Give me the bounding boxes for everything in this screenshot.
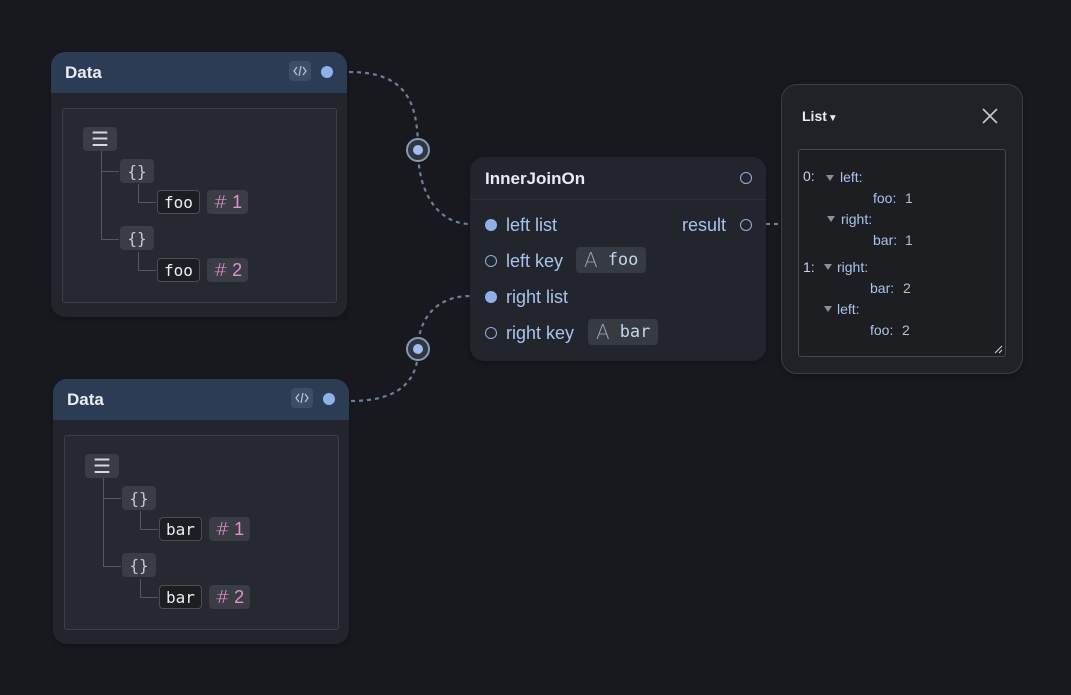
data-node-foo[interactable]: Data ☰ {} foo #1 {} foo #2 xyxy=(51,52,347,317)
number-icon: # xyxy=(215,586,231,608)
resize-handle-icon[interactable] xyxy=(993,344,1003,354)
node-title: InnerJoinOn xyxy=(485,169,586,188)
tree-value: 2 xyxy=(903,280,911,296)
result-index: 0: xyxy=(803,168,815,184)
left-key-port[interactable] xyxy=(485,255,497,267)
object-type-icon[interactable]: {} xyxy=(122,486,156,510)
edge-midpoint-handle-2[interactable] xyxy=(406,337,430,361)
tree-key: bar: xyxy=(870,280,895,296)
output-port[interactable] xyxy=(321,66,333,78)
object-type-icon[interactable]: {} xyxy=(120,226,154,250)
node-status-port[interactable] xyxy=(740,172,752,184)
data-node-header[interactable]: Data xyxy=(53,379,349,420)
number-icon: # xyxy=(213,259,229,281)
right-key-label: right key xyxy=(506,323,575,343)
number-icon: # xyxy=(215,518,231,540)
left-list-port[interactable] xyxy=(485,219,497,231)
field-key[interactable]: foo xyxy=(157,190,200,214)
number-value[interactable]: #1 xyxy=(209,517,251,541)
result-viewer[interactable]: 0: left: foo: 1 right: bar: 1 1: right: … xyxy=(798,149,1006,357)
code-view-button[interactable] xyxy=(289,61,311,81)
field-key[interactable]: foo xyxy=(157,258,200,282)
expand-arrow-icon[interactable] xyxy=(824,306,832,312)
number-value[interactable]: #1 xyxy=(207,190,249,214)
string-icon: A xyxy=(596,320,610,344)
field-key[interactable]: bar xyxy=(159,517,202,541)
data-node-bar[interactable]: Data ☰ {} bar #1 {} bar #2 xyxy=(53,379,349,644)
data-tree-panel: ☰ {} foo #1 {} foo #2 xyxy=(62,108,337,303)
tree-key: bar: xyxy=(873,232,898,248)
right-list-port[interactable] xyxy=(485,291,497,303)
close-icon[interactable] xyxy=(979,105,1001,127)
data-tree-panel: ☰ {} bar #1 {} bar #2 xyxy=(64,435,339,630)
left-list-label: left list xyxy=(506,215,558,235)
right-list-label: right list xyxy=(506,287,569,307)
data-node-header[interactable]: Data xyxy=(51,52,347,93)
expand-arrow-icon[interactable] xyxy=(824,264,832,270)
tree-key: foo: xyxy=(873,190,897,206)
result-index: 1: xyxy=(803,259,815,275)
caret-down-icon: ▼ xyxy=(827,113,838,124)
list-type-icon[interactable]: ☰ xyxy=(83,127,117,151)
object-type-icon[interactable]: {} xyxy=(120,159,154,183)
node-title: Data xyxy=(67,390,104,409)
string-icon: A xyxy=(584,248,598,272)
output-port[interactable] xyxy=(323,393,335,405)
code-view-button[interactable] xyxy=(291,388,313,408)
tree-key: foo: xyxy=(870,322,894,338)
number-value[interactable]: #2 xyxy=(209,585,251,609)
edge-data1-to-left-list[interactable] xyxy=(348,70,471,226)
edge-midpoint-handle-1[interactable] xyxy=(406,138,430,162)
expand-arrow-icon[interactable] xyxy=(827,216,835,222)
list-type-icon[interactable]: ☰ xyxy=(85,454,119,478)
tree-key: right: xyxy=(841,211,873,227)
edge-data2-to-right-list[interactable] xyxy=(350,294,471,403)
object-type-icon[interactable]: {} xyxy=(122,553,156,577)
node-title: Data xyxy=(65,63,102,82)
result-label: result xyxy=(682,215,727,235)
type-dropdown[interactable]: List▼ xyxy=(802,108,838,124)
output-viewer-node[interactable]: List▼ 0: left: foo: 1 right: bar: 1 1: r… xyxy=(781,84,1023,374)
tree-value: 1 xyxy=(905,190,913,206)
tree-key: left: xyxy=(837,301,860,317)
left-key-label: left key xyxy=(506,251,564,271)
right-key-port[interactable] xyxy=(485,327,497,339)
tree-value: 1 xyxy=(905,232,913,248)
tree-key: right: xyxy=(837,259,869,275)
field-key[interactable]: bar xyxy=(159,585,202,609)
code-icon xyxy=(293,65,307,77)
code-icon xyxy=(295,392,309,404)
tree-value: 2 xyxy=(902,322,910,338)
tree-key: left: xyxy=(840,169,863,185)
expand-arrow-icon[interactable] xyxy=(826,175,834,181)
number-icon: # xyxy=(213,191,229,213)
number-value[interactable]: #2 xyxy=(207,258,249,282)
result-port[interactable] xyxy=(740,219,752,231)
